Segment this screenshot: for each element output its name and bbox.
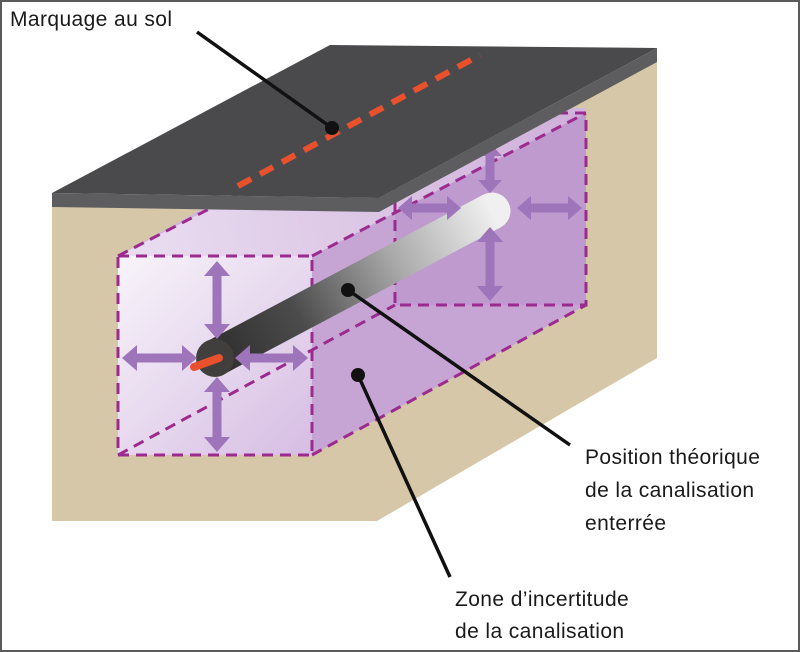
leader-lines [195,30,572,578]
zone-right-face [312,113,586,455]
label-uncertainty-zone-line1: Zone d’incertitude [455,588,629,611]
far-right-arrow [517,196,582,220]
uncertainty-arrows [122,143,582,452]
label-uncertainty-zone-line2: de la canalisation [455,620,624,643]
red-markings [190,52,482,371]
far-up-arrow [478,143,502,193]
pipe-body [196,192,511,377]
road-edge-band [52,48,657,212]
pipe-axis-marker [190,354,223,371]
front-right-arrow [235,345,308,371]
far-down-arrow [477,227,503,301]
far-left-arrow [398,196,461,220]
leader-line-zone [356,374,452,578]
zone-depth-edge-bottom-left [117,303,396,457]
leader-dot-zone [351,368,365,382]
front-up-arrow [204,261,230,339]
front-down-arrow [204,377,230,452]
zone-front-edge [116,254,314,457]
label-theoretical-position-line2: de la canalisation [585,479,754,502]
leader-dot-position [341,283,355,297]
labels: Marquage au sol Position théorique de la… [10,8,760,643]
leader-dots [325,121,365,382]
leader-line-marking [195,30,334,130]
label-theoretical-position-line3: enterrée [585,512,666,535]
label-theoretical-position-line1: Position théorique [585,446,760,469]
label-ground-marking: Marquage au sol [10,8,172,31]
front-left-arrow [122,345,197,371]
zone-depth-edge-bottom-right [311,303,587,457]
surface-marking-dashed-line [236,52,482,189]
zone-depth-edge-top-right [311,111,587,258]
leader-line-position [346,288,572,447]
leader-dot-marking [325,121,339,135]
